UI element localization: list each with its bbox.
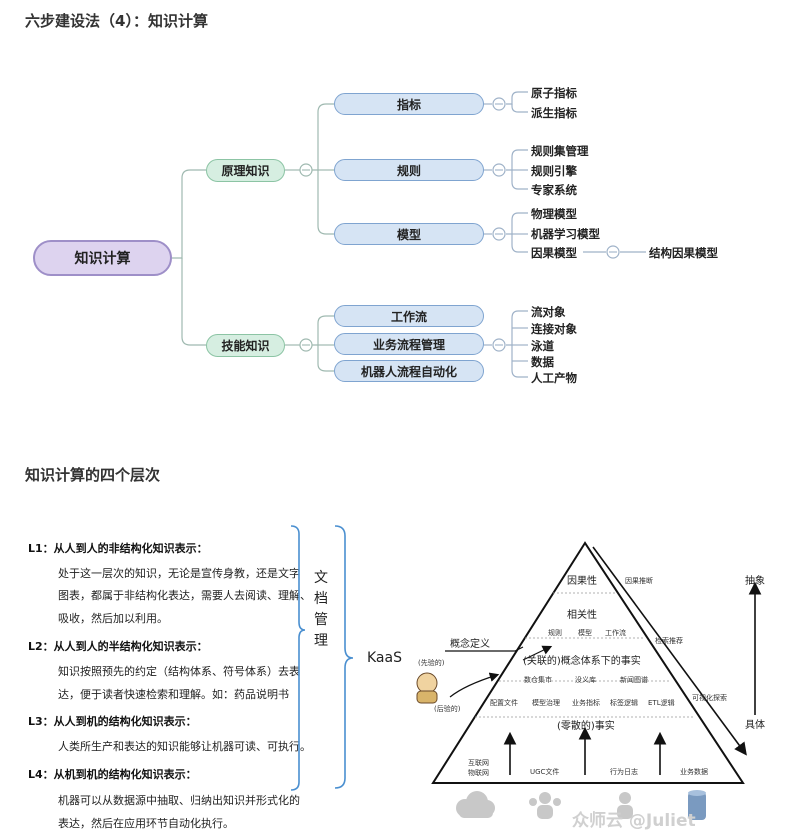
pioneer-label: (先验的)	[418, 659, 445, 667]
section-title: 知识计算的四个层次	[25, 466, 161, 484]
leaf-item: 结构因果模型	[649, 246, 718, 260]
leaf-item: 机器学习模型	[531, 227, 600, 241]
pyramid-item: 没义库	[575, 676, 596, 684]
leaf-item: 因果模型	[531, 246, 577, 260]
abstract-label: 抽象	[745, 576, 765, 587]
mindmap-connectors	[172, 91, 646, 378]
pyramid-bottom-label: UGC文件	[530, 768, 560, 776]
concept-definition-label: 概念定义	[450, 639, 490, 650]
page-title: 六步建设法（4）：知识计算	[25, 12, 208, 30]
leaf-item: 派生指标	[531, 106, 577, 120]
pyramid-item: 新闻图谱	[620, 676, 648, 684]
leaf-item: 原子指标	[531, 86, 577, 100]
pyramid-item: 配置文件	[490, 699, 518, 707]
pyramid-bottom-label: 互联网 物联网	[468, 759, 489, 777]
pyramid-item: 工作流	[605, 629, 626, 637]
bottom-icons	[456, 790, 706, 820]
level-heading: L3：从人到机的结构化知识表示：	[28, 715, 197, 728]
pyramid-side-label: 因果推断	[625, 577, 653, 585]
users-icon	[617, 792, 633, 819]
level-text: 图表，都属于非结构化表达，需要人去阅读、理解、	[58, 589, 311, 602]
pyramid-item: 模型	[578, 629, 592, 637]
level-text: 人类所生产和表达的知识能够让机器可读、可执行。	[58, 740, 311, 753]
person-icon	[416, 672, 438, 704]
brace-graphic	[290, 525, 354, 791]
pyramid-level-correlation: 相关性	[567, 610, 597, 621]
level-text: 知识按照预先的约定（结构体系、符号体系）去表	[58, 665, 300, 678]
leaf-item: 规则引擎	[531, 164, 577, 178]
pyramid-item: 业务指标	[572, 699, 600, 707]
pyramid-item: 规则	[548, 629, 562, 637]
level-text: 吸收，然后加以利用。	[58, 612, 168, 625]
node-indicator[interactable]: 指标	[334, 93, 484, 115]
database-icon	[688, 790, 706, 820]
node-business-process[interactable]: 业务流程管理	[334, 333, 484, 355]
level-text: 表达，然后在应用环节自动化执行。	[58, 817, 234, 830]
kaas-label: KaaS	[367, 650, 402, 666]
users-icon	[529, 792, 561, 819]
level-heading: L2：从人到人的半结构化知识表示：	[28, 640, 208, 653]
level-text: 达，便于读者快速检索和理解。如：药品说明书	[58, 688, 289, 701]
node-root[interactable]: 知识计算	[33, 240, 172, 276]
leaf-item: 规则集管理	[531, 144, 589, 158]
level-text: 处于这一层次的知识，无论是宣传身教，还是文字	[58, 567, 300, 580]
level-heading: L1：从人到人的非结构化知识表示：	[28, 542, 208, 555]
leaf-item: 人工产物	[531, 371, 577, 385]
leaf-item: 连接对象	[531, 322, 577, 336]
leaf-item: 流对象	[531, 305, 566, 319]
pyramid-item: 标签逻辑	[610, 699, 638, 707]
node-rules[interactable]: 规则	[334, 159, 484, 181]
node-model[interactable]: 模型	[334, 223, 484, 245]
leaf-item: 数据	[531, 355, 554, 369]
watermark: 众师云 @Juliet	[572, 811, 696, 831]
node-rpa[interactable]: 机器人流程自动化	[334, 360, 484, 382]
doc-management-label: 文 档 管 理	[314, 570, 328, 649]
pyramid-side-label: 检索推荐	[655, 637, 683, 645]
cloud-icon	[456, 791, 495, 818]
pyramid-item: ETL逻辑	[648, 699, 675, 707]
level-heading: L4：从机到机的结构化知识表示：	[28, 768, 197, 781]
node-workflow[interactable]: 工作流	[334, 305, 484, 327]
pyramid-level-scattered-facts: (零散的)事实	[557, 721, 615, 732]
pyramid-item: 模型治理	[532, 699, 560, 707]
leaf-item: 专家系统	[531, 183, 577, 197]
node-principle-knowledge[interactable]: 原理知识	[206, 159, 285, 182]
node-skill-knowledge[interactable]: 技能知识	[206, 334, 285, 357]
leaf-item: 泳道	[531, 339, 554, 353]
concrete-label: 具体	[745, 720, 765, 731]
pyramid-level-concept-facts: (关联的)概念体系下的事实	[523, 656, 641, 667]
pyramid-item: 数仓集市	[524, 676, 552, 684]
pyramid-bottom-label: 行为日志	[610, 768, 638, 776]
leaf-item: 物理模型	[531, 207, 577, 221]
pyramid-side-label: 可视化探索	[692, 694, 727, 702]
pyramid-diagram	[416, 541, 762, 784]
level-text: 机器可以从数据源中抽取、归纳出知识并形式化的	[58, 794, 300, 807]
pyramid-bottom-label: 业务数据	[680, 768, 708, 776]
pyramid-level-causality: 因果性	[567, 576, 597, 587]
posterior-label: (后验的)	[434, 705, 461, 713]
